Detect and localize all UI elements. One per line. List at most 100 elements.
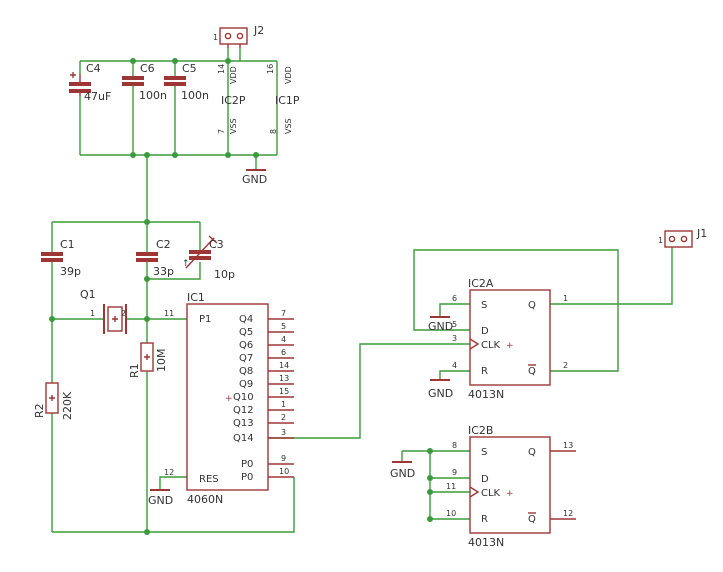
svg-text:D: D xyxy=(481,326,489,337)
junctions xyxy=(49,58,433,535)
resistor-r2: R2 220K xyxy=(33,382,74,420)
wires xyxy=(51,48,673,533)
svg-text:4: 4 xyxy=(452,361,457,370)
svg-text:R: R xyxy=(481,366,488,377)
svg-text:4013N: 4013N xyxy=(468,388,504,401)
svg-text:1: 1 xyxy=(658,236,663,245)
svg-text:Q4: Q4 xyxy=(239,314,253,325)
svg-text:R2: R2 xyxy=(33,403,46,418)
resistor-r1: R1 10M xyxy=(128,342,168,378)
svg-text:+: + xyxy=(225,394,233,404)
svg-text:VDD: VDD xyxy=(229,66,238,84)
svg-text:GND: GND xyxy=(242,173,267,186)
power-ic2p: 14 VDD IC2P 7 VSS xyxy=(217,64,246,134)
svg-text:P1: P1 xyxy=(199,314,211,325)
svg-text:C5: C5 xyxy=(182,62,197,75)
capacitor-c2: C2 33p xyxy=(136,238,174,278)
ic2a-4013n: IC2A 4013N S D CLK + R Q Q 6 5 3 4 1 2 xyxy=(452,277,568,401)
svg-text:D: D xyxy=(481,474,489,485)
svg-text:6: 6 xyxy=(281,348,286,357)
svg-text:100n: 100n xyxy=(139,89,167,102)
svg-text:10: 10 xyxy=(446,509,456,518)
svg-text:Q14: Q14 xyxy=(233,433,254,444)
svg-text:11: 11 xyxy=(446,482,456,491)
svg-text:Q: Q xyxy=(528,514,536,525)
svg-text:15: 15 xyxy=(279,387,289,396)
gnd-symbol-ic1: GND xyxy=(148,489,173,507)
svg-text:13: 13 xyxy=(279,374,289,383)
svg-text:R1: R1 xyxy=(128,363,141,378)
gnd-symbol-ic2a-r: GND xyxy=(428,379,453,400)
svg-text:C2: C2 xyxy=(156,238,171,251)
svg-text:S: S xyxy=(481,300,487,311)
svg-text:Q6: Q6 xyxy=(239,340,253,351)
svg-text:IC2A: IC2A xyxy=(468,277,494,290)
svg-text:1: 1 xyxy=(213,33,218,42)
capacitor-c1: C1 39p xyxy=(41,238,81,278)
svg-text:Q9: Q9 xyxy=(239,379,253,390)
svg-text:+: + xyxy=(506,489,514,499)
svg-text:GND: GND xyxy=(428,387,453,400)
svg-text:3: 3 xyxy=(281,428,286,437)
svg-text:2: 2 xyxy=(563,361,568,370)
svg-text:1: 1 xyxy=(90,309,95,318)
svg-text:6: 6 xyxy=(452,294,457,303)
svg-text:13: 13 xyxy=(563,441,573,450)
svg-text:+: + xyxy=(506,341,514,351)
svg-text:Q13: Q13 xyxy=(233,418,254,429)
ic1-4060n: IC1 4060N P1 11 RES 12 Q4 Q5 Q6 Q7 Q8 Q9… xyxy=(164,291,294,506)
svg-text:7: 7 xyxy=(281,309,286,318)
svg-text:Q10: Q10 xyxy=(233,392,254,403)
svg-text:IC2P: IC2P xyxy=(221,94,246,107)
svg-text:4060N: 4060N xyxy=(187,493,223,506)
svg-text:8: 8 xyxy=(269,129,278,134)
svg-text:1: 1 xyxy=(563,294,568,303)
svg-text:VSS: VSS xyxy=(229,118,238,134)
svg-text:47uF: 47uF xyxy=(84,90,111,103)
svg-text:Q1: Q1 xyxy=(80,288,96,301)
svg-text:GND: GND xyxy=(390,467,415,480)
svg-text:RES: RES xyxy=(199,474,219,485)
svg-text:Q: Q xyxy=(528,300,536,311)
svg-text:100n: 100n xyxy=(181,89,209,102)
power-ic1p: 16 VDD IC1P 8 VSS xyxy=(266,64,300,134)
svg-text:C3: C3 xyxy=(209,238,224,251)
svg-text:2: 2 xyxy=(281,413,286,422)
capacitor-c6: C6 100n xyxy=(122,62,167,102)
svg-text:P0: P0 xyxy=(241,472,253,483)
svg-text:GND: GND xyxy=(428,320,453,333)
svg-text:4013N: 4013N xyxy=(468,536,504,549)
svg-text:2: 2 xyxy=(121,309,126,318)
capacitor-c5: C5 100n xyxy=(164,62,209,102)
svg-text:P0: P0 xyxy=(241,459,253,470)
ic2b-4013n: IC2B 4013N S D CLK + R Q Q 8 9 11 10 13 … xyxy=(446,424,576,549)
svg-text:Q: Q xyxy=(528,447,536,458)
svg-text:7: 7 xyxy=(217,129,226,134)
svg-text:10p: 10p xyxy=(214,268,235,281)
svg-text:1: 1 xyxy=(281,400,286,409)
svg-text:12: 12 xyxy=(563,509,573,518)
svg-text:C6: C6 xyxy=(140,62,155,75)
svg-text:CLK: CLK xyxy=(481,488,501,499)
svg-text:8: 8 xyxy=(452,441,457,450)
svg-text:12: 12 xyxy=(164,468,174,477)
svg-text:R: R xyxy=(481,514,488,525)
svg-text:14: 14 xyxy=(217,64,226,74)
svg-text:CLK: CLK xyxy=(481,340,501,351)
svg-text:IC1: IC1 xyxy=(187,291,205,304)
svg-text:Q: Q xyxy=(528,366,536,377)
svg-text:5: 5 xyxy=(281,322,286,331)
svg-text:S: S xyxy=(481,447,487,458)
svg-text:Q12: Q12 xyxy=(233,405,254,416)
svg-text:11: 11 xyxy=(164,309,174,318)
svg-text:Q7: Q7 xyxy=(239,353,253,364)
svg-text:C4: C4 xyxy=(86,62,101,75)
svg-text:Q5: Q5 xyxy=(239,327,253,338)
svg-text:J1: J1 xyxy=(696,227,707,240)
svg-text:10: 10 xyxy=(279,467,289,476)
svg-text:33p: 33p xyxy=(153,265,174,278)
svg-text:↑: ↑ xyxy=(182,259,190,269)
svg-text:9: 9 xyxy=(281,454,286,463)
gnd-symbol-top: GND xyxy=(242,169,267,186)
